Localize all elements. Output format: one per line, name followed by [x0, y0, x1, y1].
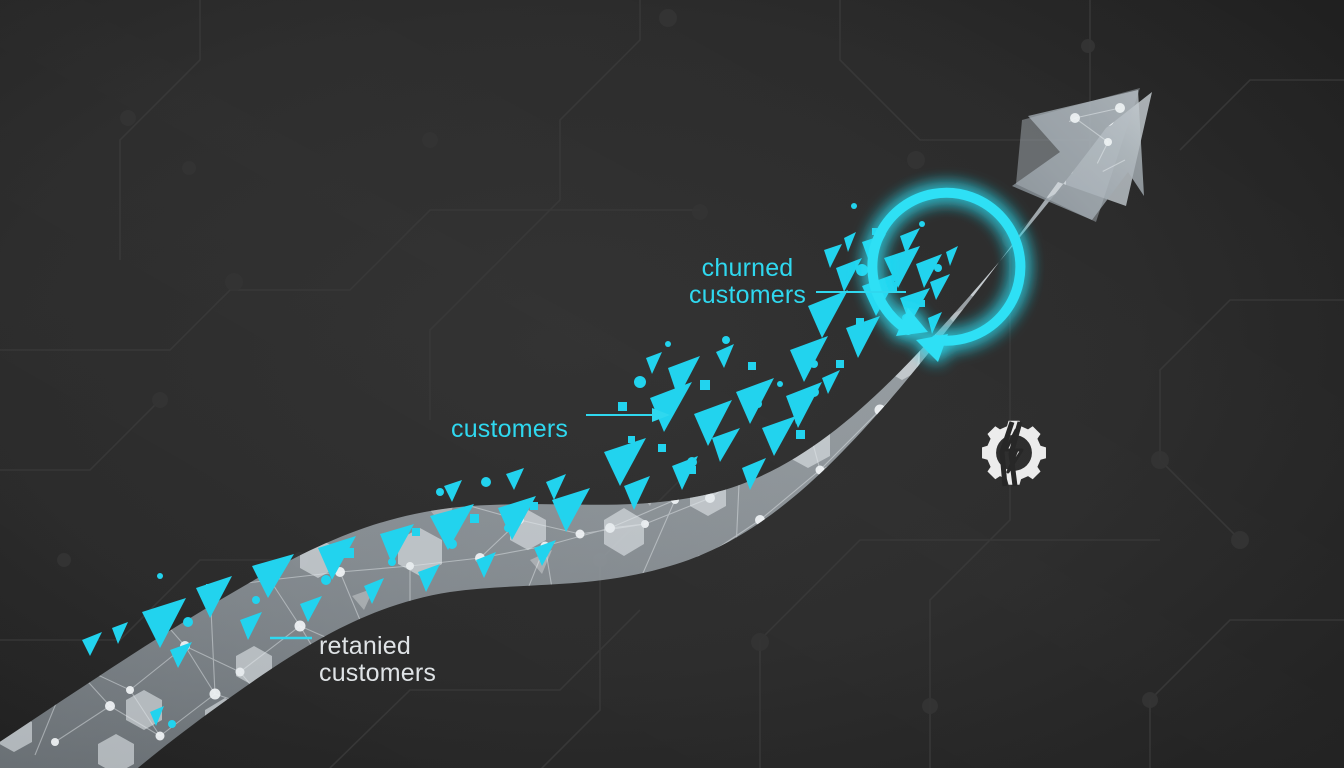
annotation-leader-lines	[270, 291, 906, 640]
cyan-particle-swarm	[82, 203, 958, 728]
refresh-cycle-icon	[867, 187, 1026, 362]
broken-gear-icon	[982, 420, 1046, 487]
